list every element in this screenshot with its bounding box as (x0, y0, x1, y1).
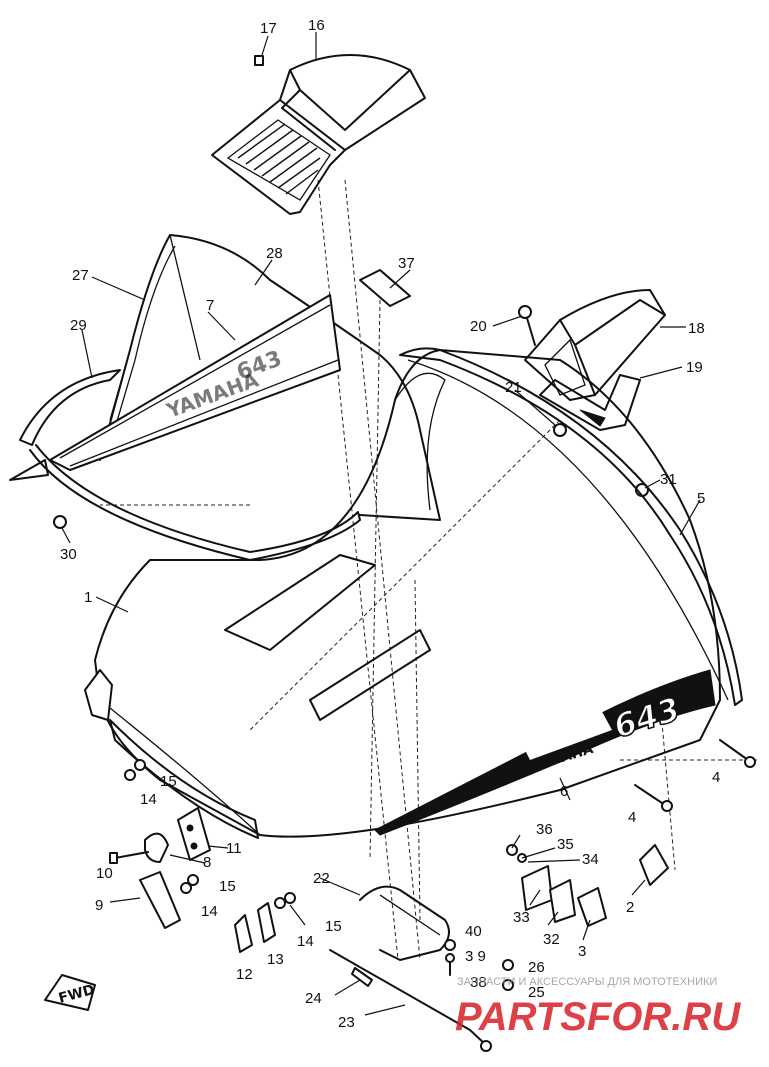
part-20-screws (518, 305, 536, 346)
callout-32: 32 (543, 931, 560, 948)
callout-4b: 4 (628, 809, 636, 826)
part-38-40-fasteners (444, 939, 456, 976)
callout-34: 34 (582, 851, 599, 868)
callout-33: 33 (513, 909, 530, 926)
part-14-15-washers-middle (180, 874, 199, 894)
part-21-nut (553, 423, 567, 437)
callout-8: 8 (203, 854, 211, 871)
callout-28: 28 (266, 245, 283, 262)
callout-14a: 14 (140, 791, 157, 808)
callout-15a: 15 (160, 773, 177, 790)
callout-40: 40 (465, 923, 482, 940)
callout-22: 22 (313, 870, 330, 887)
leader-lines (61, 32, 701, 1016)
part-27-windshield (99, 234, 441, 521)
callout-25: 25 (528, 984, 545, 1001)
callout-12: 12 (236, 966, 253, 983)
part-25-26-fasteners (502, 959, 514, 991)
callout-24: 24 (305, 990, 322, 1007)
part-4-bolts (634, 739, 756, 812)
callout-37: 37 (398, 255, 415, 272)
part-9-latch (139, 871, 181, 929)
callout-6: 6 (560, 783, 568, 800)
callout-14b: 14 (201, 903, 218, 920)
callout-20: 20 (470, 318, 487, 335)
callout-7: 7 (206, 297, 214, 314)
callout-29: 29 (70, 317, 87, 334)
callout-11: 11 (226, 840, 242, 857)
part-16-headlight-shroud (211, 54, 426, 215)
callout-16: 16 (308, 17, 325, 34)
callout-19: 19 (686, 359, 703, 376)
callout-15c: 15 (325, 918, 342, 935)
part-14-15-washers-right (274, 892, 296, 909)
part-23-cable (329, 949, 492, 1052)
decal-model-text: 643 (609, 690, 684, 746)
callout-4a: 4 (712, 769, 720, 786)
part-17-screw (254, 55, 264, 66)
callout-5: 5 (697, 490, 705, 507)
part-32-catch-plate (549, 879, 576, 923)
callout-14c: 14 (297, 933, 314, 950)
part-3-latch-body (577, 887, 607, 927)
callout-31: 31 (660, 471, 677, 488)
callout-30: 30 (60, 546, 77, 563)
callout-1: 1 (84, 589, 92, 606)
callout-39: 3 9 (465, 948, 486, 965)
part-34-36-washers (506, 844, 527, 863)
part-1-hood (84, 349, 721, 839)
part-5-side-trim (399, 347, 743, 706)
part-2-bracket (639, 844, 669, 886)
watermark-logo: ЗАПЧАСТИ И АКСЕССУАРЫ ДЛЯ МОТОТЕХНИКИ PA… (455, 976, 741, 1039)
part-13-hinge-plate (257, 902, 276, 943)
callout-10: 10 (96, 865, 113, 882)
watermark-caption: ЗАПЧАСТИ И АКСЕССУАРЫ ДЛЯ МОТОТЕХНИКИ (457, 976, 717, 988)
callout-15b: 15 (219, 878, 236, 895)
callout-23: 23 (338, 1014, 355, 1031)
part-30-nut (53, 515, 67, 529)
part-24-cable-end (351, 967, 373, 987)
callout-36: 36 (536, 821, 553, 838)
callout-26: 26 (528, 959, 545, 976)
callout-3: 3 (578, 943, 586, 960)
callout-38: 38 (470, 974, 487, 991)
part-29-windshield-trim (9, 369, 361, 561)
callout-17: 17 (260, 20, 277, 37)
part-11-hinge (177, 807, 211, 861)
callout-27: 27 (72, 267, 89, 284)
callout-2: 2 (626, 899, 634, 916)
part-19-bracket (539, 374, 641, 431)
callout-9: 9 (95, 897, 103, 914)
part-37-plate (359, 269, 411, 307)
watermark-logo-text: PARTSFOR.RU (455, 995, 741, 1039)
part-22-latch-arm (359, 885, 450, 961)
part-33-catch (521, 865, 553, 911)
part-14-15-washers-left (124, 759, 146, 781)
callout-35: 35 (557, 836, 574, 853)
part-12-hinge-plate (234, 914, 253, 953)
callout-13: 13 (267, 951, 284, 968)
callout-21: 21 (505, 379, 522, 396)
part-7-windshield-decal: YAMAHA 643 (49, 294, 341, 471)
callout-labels: 17 16 37 28 27 7 29 20 18 19 21 31 5 30 … (60, 17, 720, 1031)
part-10-bolt (109, 851, 149, 864)
forward-direction-arrow: FWD (44, 974, 96, 1011)
part-8-bushing (144, 832, 169, 863)
callout-18: 18 (688, 320, 705, 337)
part-18-console (524, 289, 666, 401)
